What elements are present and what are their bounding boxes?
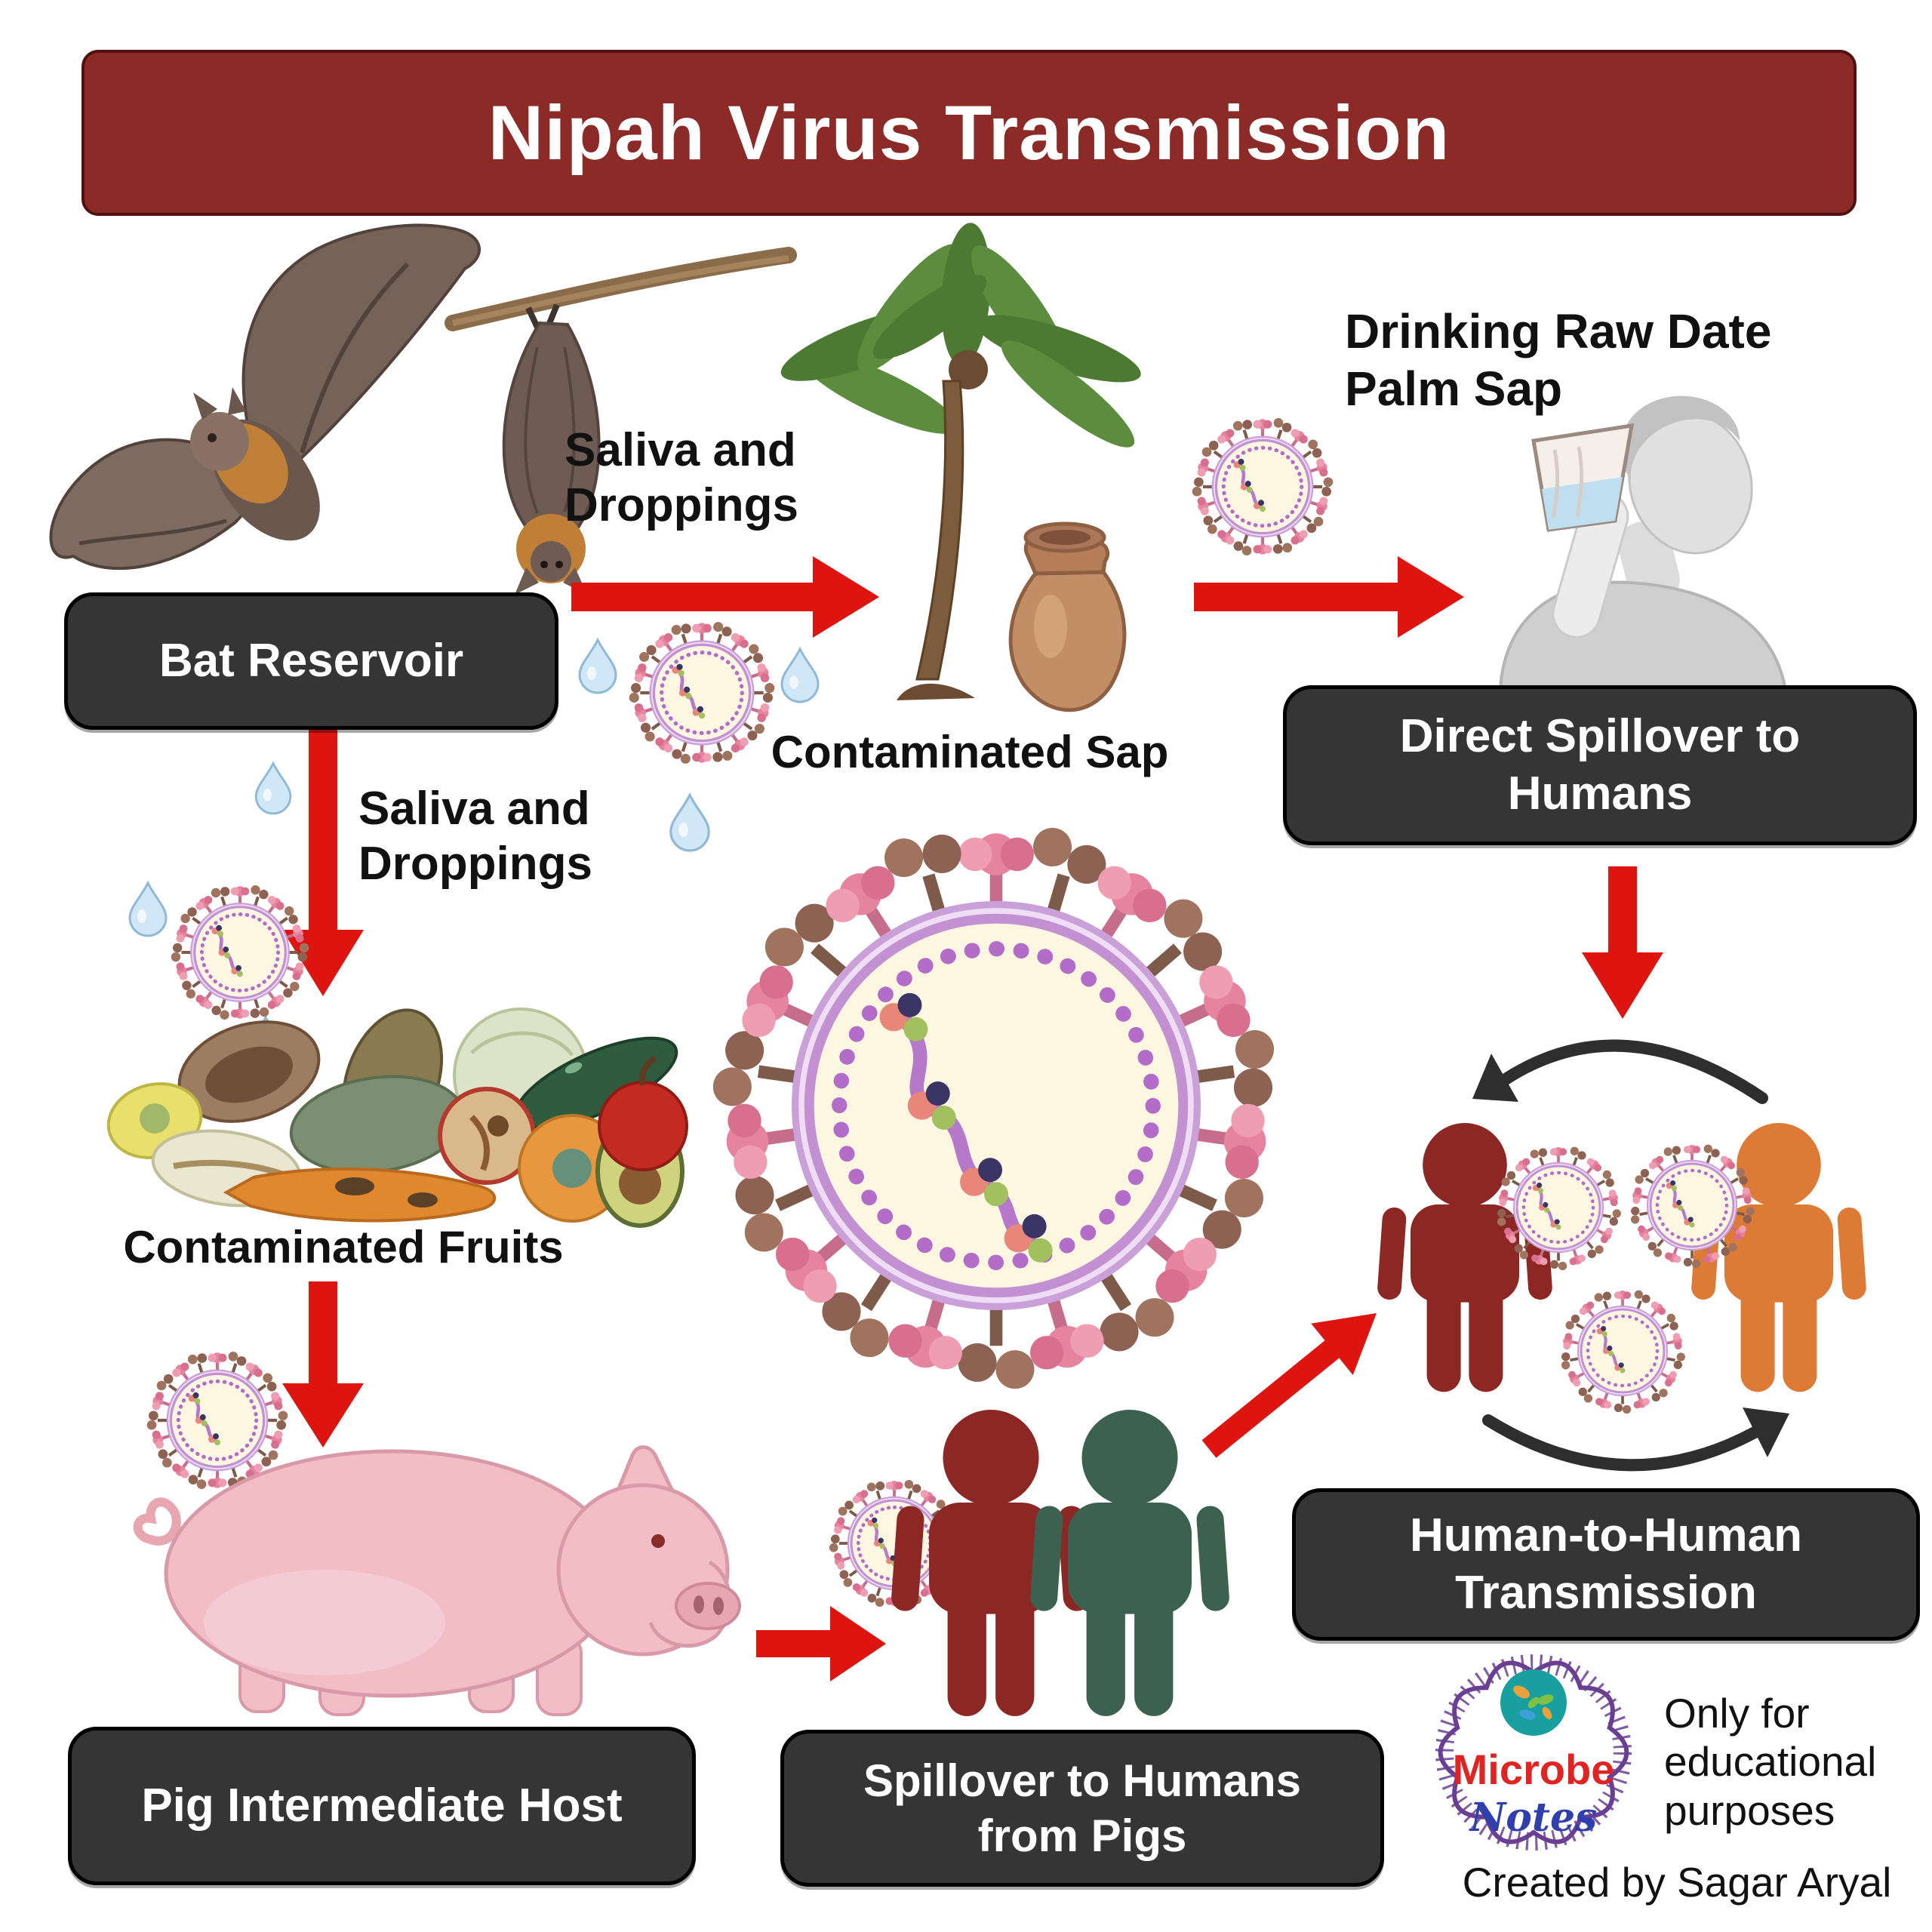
contaminated-fruits-text: Contaminated Fruits: [123, 1222, 564, 1272]
person-spillover-red: [891, 1410, 1091, 1716]
arrow-bat-to-fruits: [282, 726, 364, 996]
droplet-icon: [254, 761, 292, 815]
arrow-spillover-to-cycle: [1582, 866, 1663, 1019]
arrow-bat-to-sap: [571, 556, 879, 638]
cycle-arrow-bottom: [1482, 1407, 1789, 1472]
human-to-human-label: Human-to-Human Transmission: [1292, 1488, 1920, 1641]
spillover-pigs-line1: Spillover to Humans: [863, 1755, 1302, 1806]
contaminated-fruits-pile: [106, 1008, 688, 1228]
page-title: Nipah Virus Transmission: [488, 89, 1451, 176]
disclaimer-line1: Only for: [1664, 1690, 1810, 1737]
disclaimer-text: Only for educational purposes: [1664, 1689, 1876, 1835]
human-to-human-line1: Human-to-Human: [1409, 1509, 1803, 1562]
logo-notes-text: Notes: [1469, 1795, 1598, 1841]
arrow-fruits-to-pig: [282, 1281, 364, 1447]
virus-icon-cycle-left: [1497, 1146, 1621, 1271]
pig-host-label: Pig Intermediate Host: [68, 1727, 696, 1885]
sap-pot: [1008, 521, 1127, 712]
saliva-droppings-left: Saliva and Droppings: [358, 781, 592, 891]
hanging-bat: [502, 303, 601, 595]
bat-reservoir-text: Bat Reservoir: [158, 635, 464, 688]
droplet-icon: [669, 792, 710, 852]
drinking-line2: Palm Sap: [1345, 361, 1563, 416]
droplet-icon: [128, 880, 168, 937]
virus-icon-cycle-bottom: [1561, 1290, 1685, 1414]
droplet-icon: [780, 646, 820, 703]
microbe-notes-logo-ring: [1435, 1654, 1632, 1850]
bat-reservoir-label: Bat Reservoir: [64, 592, 558, 730]
spillover-pigs-line2: from Pigs: [977, 1810, 1187, 1861]
pig-host-text: Pig Intermediate Host: [141, 1780, 623, 1832]
direct-spillover-line1: Direct Spillover to: [1399, 710, 1801, 763]
drinking-line1: Drinking Raw Date: [1345, 304, 1772, 358]
arrow-sap-to-human: [1194, 556, 1464, 638]
palm-tree: [780, 223, 1141, 700]
virus-icon-sap-route: [629, 622, 775, 764]
person-cycle-orange: [1691, 1123, 1866, 1392]
direct-spillover-label: Direct Spillover to Humans: [1283, 685, 1917, 845]
droplet-icon: [578, 637, 617, 694]
direct-spillover-line2: Humans: [1507, 768, 1693, 820]
contaminated-sap-text: Contaminated Sap: [771, 727, 1169, 777]
disclaimer-line3: purposes: [1664, 1786, 1835, 1834]
person-spillover-green: [1030, 1410, 1229, 1716]
tree-branch: [445, 247, 797, 331]
nipah-virion-diagram: [712, 827, 1275, 1389]
drinking-person: [1498, 395, 1788, 692]
credit-text: Created by Sagar Aryal: [1462, 1859, 1892, 1906]
virus-icon-drinking-route: [1192, 418, 1334, 555]
spillover-pigs-label: Spillover to Humans from Pigs: [780, 1730, 1384, 1887]
human-to-human-line2: Transmission: [1455, 1567, 1757, 1619]
saliva-left-line1: Saliva and: [358, 783, 590, 835]
pig: [133, 1445, 741, 1716]
virus-icon-pig-route: [146, 1352, 288, 1489]
saliva-top-line2: Droppings: [565, 479, 798, 532]
saliva-droppings-top: Saliva and Droppings: [565, 423, 798, 533]
arrow-humans-to-cycle: [1201, 1313, 1377, 1458]
title-banner: Nipah Virus Transmission: [82, 50, 1857, 216]
drinking-raw-date-text: Drinking Raw Date Palm Sap: [1345, 303, 1771, 417]
virus-icon-cycle-right: [1630, 1144, 1755, 1269]
cycle-arrow-top: [1472, 1039, 1768, 1104]
logo-microbe-text: Microbe: [1452, 1746, 1615, 1793]
person-cycle-red: [1377, 1123, 1552, 1392]
arrow-pig-to-humans: [756, 1606, 886, 1681]
virus-icon-fruit-route: [171, 885, 309, 1020]
saliva-top-line1: Saliva and: [565, 424, 796, 476]
saliva-left-line2: Droppings: [358, 838, 592, 891]
disclaimer-line2: educational: [1664, 1738, 1877, 1786]
flying-bat: [49, 223, 481, 571]
